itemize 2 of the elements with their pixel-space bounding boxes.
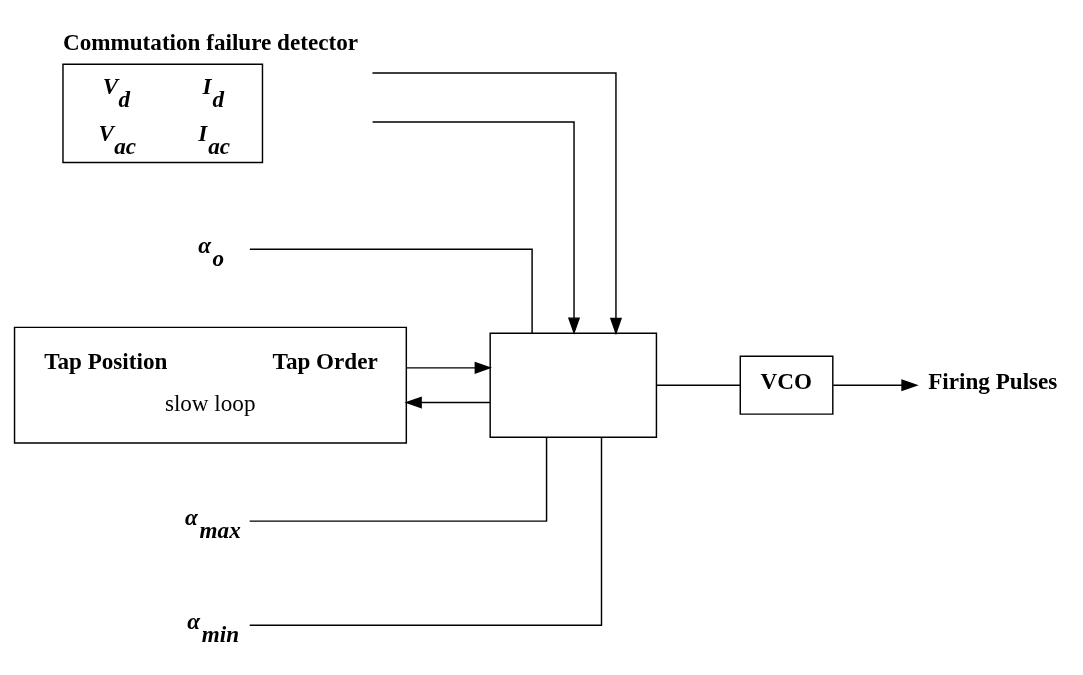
node-text: Firing Pulses (928, 368, 1058, 395)
node-label: Commutation failure detector (62, 28, 358, 55)
